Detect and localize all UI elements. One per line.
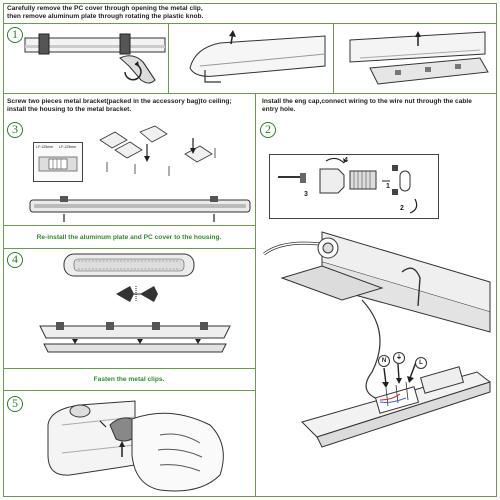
step3-detail-label-1: LF:125mm bbox=[36, 145, 54, 149]
step2-callout-2: 2 bbox=[400, 205, 404, 212]
step5-number: 5 bbox=[12, 396, 18, 410]
step2-caption-line2: entry hole. bbox=[262, 106, 296, 113]
step3-detail-box: LF:125mm LF:125mm bbox=[33, 142, 83, 182]
step1-number: 1 bbox=[12, 27, 18, 41]
step2-number: 2 bbox=[265, 122, 271, 136]
divider-step5-caption bbox=[3, 390, 255, 391]
step3-bracket-illustration bbox=[99, 125, 216, 176]
step5-caption: Fasten the metal clips. bbox=[93, 376, 165, 383]
step2-callout-3: 3 bbox=[304, 191, 308, 198]
step3-housing-illustration bbox=[29, 196, 251, 222]
step4-caption: Re-install the aluminum plate and PC cov… bbox=[36, 234, 222, 241]
step4-knob-detail-illustration bbox=[116, 286, 158, 302]
step2-terminal-l: L bbox=[419, 360, 423, 366]
step1-caption-line1: Carefully remove the PC cover through op… bbox=[7, 5, 203, 12]
step2-callout-4: 4 bbox=[344, 157, 348, 164]
divider-step1-bottom bbox=[3, 93, 497, 94]
step2-endcap-drawing bbox=[278, 157, 418, 214]
step2-endcap-detail-box: 3 4 1 2 bbox=[269, 154, 439, 219]
step2-terminal-n: N bbox=[381, 358, 387, 364]
step5-fasten-clip-illustration bbox=[47, 400, 224, 492]
step2-wiring-illustration bbox=[263, 231, 492, 448]
step4-aluminum-plate-illustration bbox=[63, 253, 195, 277]
step3-caption-line2: install the housing to the metal bracket… bbox=[7, 106, 132, 113]
step3-number: 3 bbox=[12, 122, 18, 136]
step4-number: 4 bbox=[12, 252, 18, 266]
step3-detail-label-2: LF:125mm bbox=[59, 145, 77, 149]
divider-step3-bottom bbox=[3, 225, 255, 226]
step1-remove-plate-illustration bbox=[349, 31, 489, 85]
step2-number-badge: 2 bbox=[260, 122, 276, 138]
step1-open-clip-illustration bbox=[189, 30, 326, 83]
step5-number-badge: 5 bbox=[7, 396, 23, 412]
step1-number-badge: 1 bbox=[7, 27, 23, 43]
step4-number-badge: 4 bbox=[7, 252, 23, 268]
step1-caption: Carefully remove the PC cover through op… bbox=[7, 5, 347, 21]
divider-step1-b bbox=[333, 23, 334, 93]
step2-caption: Install the eng cap,connect wiring to th… bbox=[262, 98, 494, 114]
divider-step4-caption bbox=[3, 248, 255, 249]
step3-number-badge: 3 bbox=[7, 122, 23, 138]
step3-detail-drawing bbox=[38, 156, 78, 172]
step2-terminal-ground-badge: ⏚ bbox=[393, 352, 405, 364]
step2-terminal-ground: ⏚ bbox=[395, 355, 402, 361]
manual-frame bbox=[3, 3, 497, 497]
divider-step4-bottom bbox=[3, 368, 255, 369]
step2-terminal-l-badge: L bbox=[415, 357, 427, 369]
divider-step1-a bbox=[168, 23, 169, 93]
step4-housing-illustration bbox=[39, 322, 231, 353]
step2-callout-1: 1 bbox=[386, 183, 390, 190]
step3-caption-line1: Screw two pieces metal bracket(packed in… bbox=[7, 98, 232, 105]
divider-column bbox=[255, 93, 256, 497]
step3-caption: Screw two pieces metal bracket(packed in… bbox=[7, 98, 252, 114]
step2-caption-line1: Install the eng cap,connect wiring to th… bbox=[262, 98, 472, 105]
step2-terminal-n-badge: N bbox=[378, 355, 390, 367]
step1-caption-line2: then remove aluminum plate through rotat… bbox=[7, 13, 204, 20]
divider-top bbox=[3, 23, 497, 24]
step1-remove-cover-illustration bbox=[24, 33, 166, 84]
